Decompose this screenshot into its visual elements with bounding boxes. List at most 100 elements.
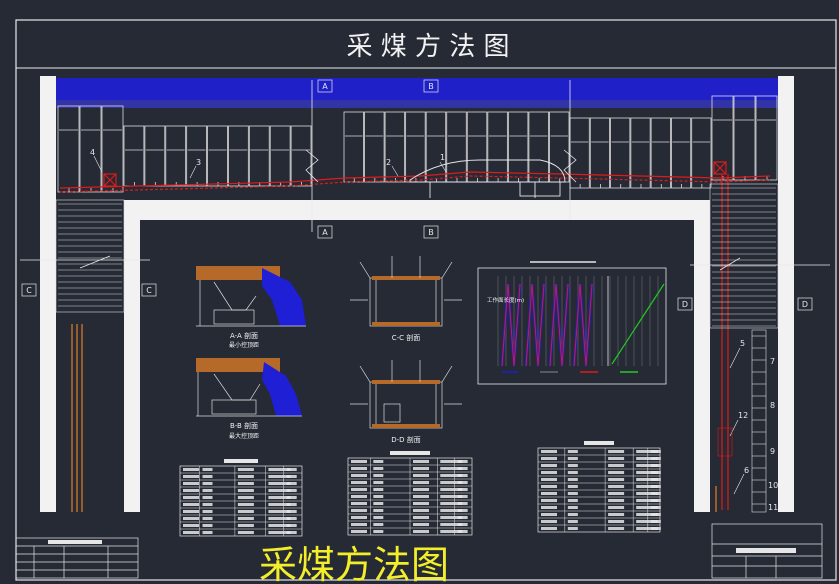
table-cell-text	[373, 495, 384, 498]
table-cell-text	[608, 464, 625, 467]
table-cell-text	[413, 474, 429, 477]
table-title-bar	[584, 441, 614, 445]
table-cell-text	[440, 502, 463, 505]
lower-roadway-band	[124, 200, 710, 220]
table-cell-text	[202, 517, 213, 520]
table-cell-text	[636, 513, 659, 516]
table-cell-text	[286, 468, 297, 471]
table-cell-text	[202, 531, 213, 534]
hydraulic-supports	[57, 95, 778, 193]
table-cell-text	[650, 457, 661, 460]
table-cell-text	[636, 471, 659, 474]
table-cell-text	[608, 457, 625, 460]
support-unit	[144, 125, 166, 187]
table-cell-text	[541, 457, 557, 460]
drawing-frame	[15, 19, 837, 581]
table-cell-text	[457, 516, 468, 519]
table-cell-text	[457, 502, 468, 505]
table-cell-text	[541, 499, 557, 502]
table-cell-text	[268, 503, 291, 506]
table-cell-text	[286, 524, 297, 527]
callout-5: 5	[740, 339, 745, 348]
table-cell-text	[608, 492, 625, 495]
legend-table	[15, 537, 139, 579]
table-cell-text	[567, 464, 578, 467]
table-cell-text	[202, 496, 213, 499]
table-cell-text	[286, 503, 297, 506]
table-cell-text	[650, 485, 661, 488]
marker-c-left: C	[26, 286, 32, 295]
callout-10: 10	[768, 481, 778, 490]
table-cell-text	[457, 523, 468, 526]
support-unit	[650, 117, 671, 189]
table-cell-text	[183, 496, 199, 499]
table-cell-text	[636, 492, 659, 495]
table-cell-text	[608, 506, 625, 509]
table-cell-text	[413, 481, 429, 484]
table-cell-text	[650, 499, 661, 502]
aa-title: A-A 剖面	[230, 331, 258, 340]
table-cell-text	[183, 475, 199, 478]
table-cell-text	[440, 509, 463, 512]
table-cell-text	[351, 495, 367, 498]
left-gateway	[55, 199, 125, 512]
right-face-end-box	[713, 161, 727, 175]
table-cell-text	[650, 492, 661, 495]
table-cell-text	[202, 503, 213, 506]
support-unit	[549, 111, 570, 183]
table-cell-text	[567, 485, 578, 488]
support-unit	[507, 111, 529, 183]
table-cell-text	[608, 513, 625, 516]
table-cell-text	[351, 516, 367, 519]
table-cell-text	[286, 496, 297, 499]
support-unit	[207, 125, 228, 187]
table-cell-text	[413, 488, 429, 491]
left-face-end-box	[103, 173, 117, 187]
callout-4: 4	[90, 148, 95, 157]
table-cell-text	[237, 489, 254, 492]
shearer	[409, 159, 566, 198]
table-cell-text	[373, 488, 384, 491]
marker-d-left: D	[682, 300, 688, 309]
table-cell-text	[268, 482, 291, 485]
table-cell-text	[351, 488, 367, 491]
table-cell-text	[650, 520, 661, 523]
support-unit	[691, 117, 712, 189]
support-unit	[165, 125, 187, 187]
table-cell-text	[183, 517, 199, 520]
table-cell-text	[237, 517, 254, 520]
table-cell-text	[351, 481, 367, 484]
table-cell-text	[183, 510, 199, 513]
table-cell-text	[541, 520, 557, 523]
chart-wave-red	[573, 283, 593, 367]
support-unit	[425, 111, 447, 183]
table-cell-text	[608, 485, 625, 488]
support-unit	[755, 95, 778, 181]
section-aa: A-A 剖面 最小控顶距	[196, 266, 306, 349]
table-cell-text	[440, 530, 463, 533]
table-cell-text	[636, 485, 659, 488]
table-cell-text	[567, 499, 578, 502]
marker-b-top: B	[428, 82, 434, 91]
table-cell-text	[183, 482, 199, 485]
support-unit	[446, 111, 467, 183]
table-cell-text	[541, 527, 557, 530]
callout-12: 12	[738, 411, 748, 420]
support-unit	[671, 117, 692, 189]
table-cell-text	[202, 510, 213, 513]
table-cell-text	[608, 499, 625, 502]
table-cell-text	[567, 471, 578, 474]
marker-a-bottom: A	[322, 228, 328, 237]
support-unit	[487, 111, 508, 183]
table-cell-text	[440, 460, 463, 463]
marker-c-right: C	[146, 286, 152, 295]
table-cell-text	[268, 475, 291, 478]
drawing-title: 采 煤 方 法 图	[346, 32, 509, 62]
table-cell-text	[237, 510, 254, 513]
support-unit	[364, 111, 385, 183]
callout-numbers: 1 2 3 4 5 6 7 8 9 10 11 12	[90, 148, 778, 512]
section-cc: C-C 剖面	[350, 256, 462, 342]
right-inner-wall	[694, 200, 710, 512]
support-unit	[248, 125, 270, 187]
support-unit	[733, 95, 756, 181]
